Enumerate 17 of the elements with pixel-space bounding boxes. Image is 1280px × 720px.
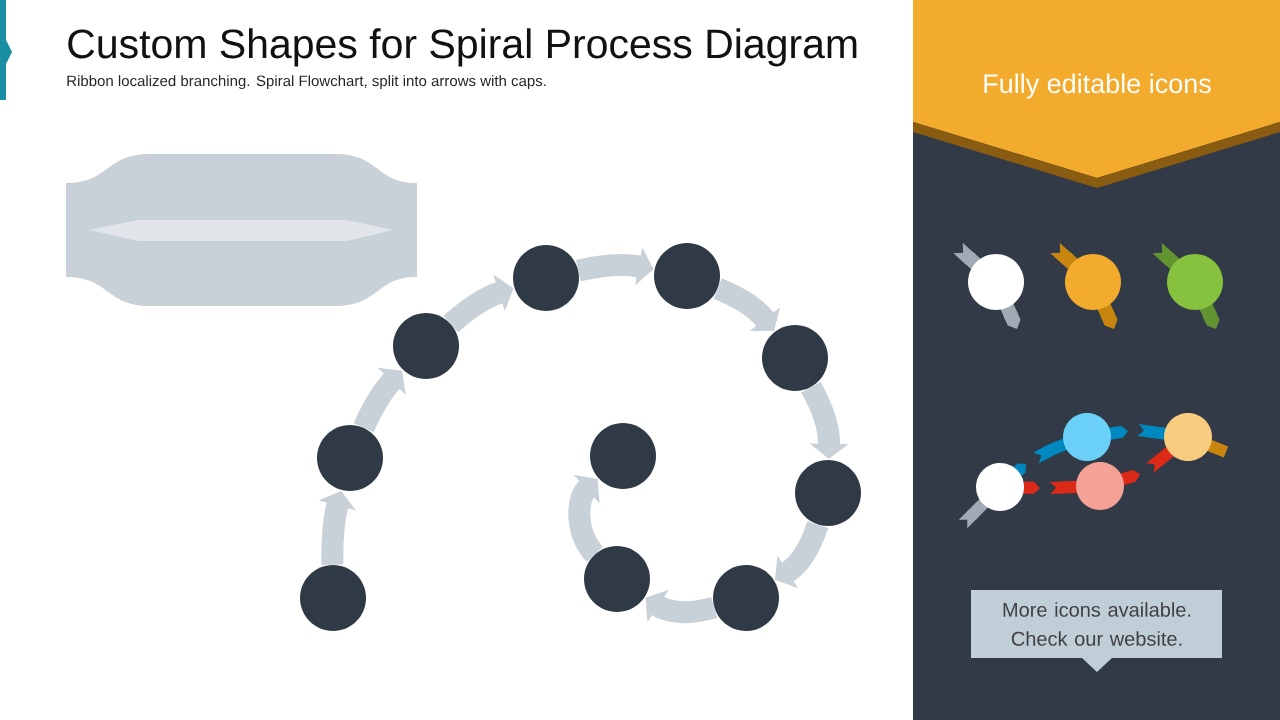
circle [317, 425, 383, 491]
title: Custom Shapes for Spiral Process Diagram [68, 28, 857, 67]
circle [300, 565, 366, 631]
circle [762, 325, 828, 391]
circle [654, 243, 720, 309]
circle [513, 245, 579, 311]
circle [584, 546, 650, 612]
circle [713, 565, 779, 631]
arrow [775, 520, 829, 589]
circle [795, 460, 861, 526]
subtitle: Ribbon localized branching. Spiral Flowchart, split into arrows with caps. [67, 75, 546, 90]
arrow [801, 381, 849, 459]
callout-box: More icons available. Check our website. [971, 590, 1222, 672]
arrow [713, 278, 781, 331]
banner: Fully editable icons [913, 0, 1280, 188]
circle [393, 313, 459, 379]
circle [590, 423, 656, 489]
